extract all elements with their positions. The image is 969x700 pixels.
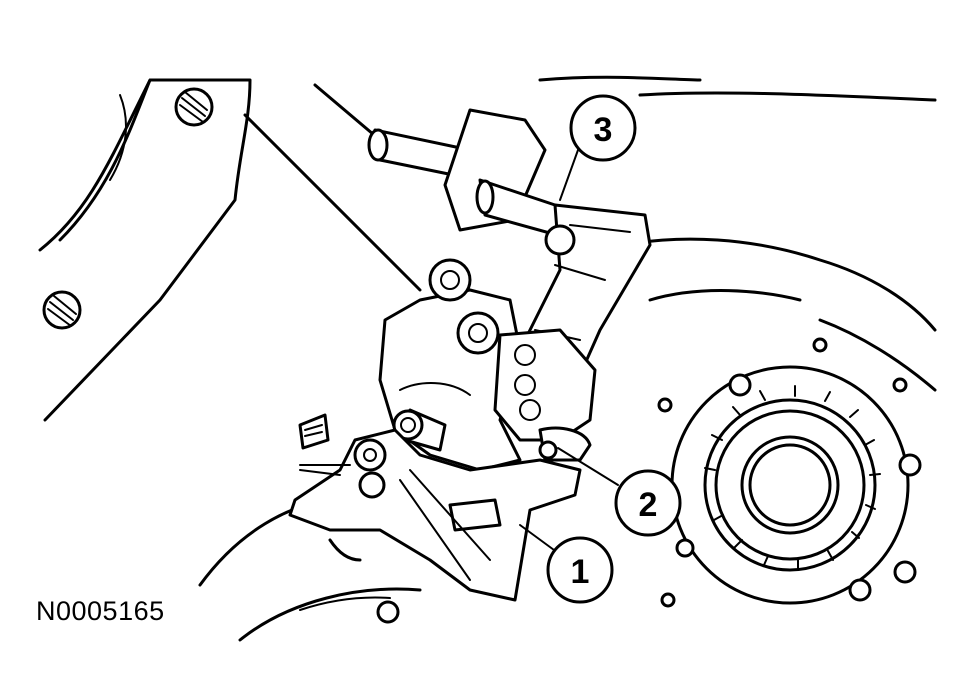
output-shaft-bearing [657, 337, 922, 608]
callout-1-label: 1 [571, 553, 590, 591]
cover-plate [38, 78, 252, 422]
cable-end-link [493, 328, 597, 462]
plug-lower [42, 290, 82, 330]
shift-cable-bracket [288, 428, 582, 602]
callout-2: 2 [614, 469, 682, 537]
callout-3: 3 [569, 94, 637, 162]
locating-tab [298, 413, 330, 450]
callout-2-label: 2 [639, 486, 658, 524]
plug-upper [174, 87, 214, 127]
callout-1: 1 [546, 536, 614, 604]
callout-3-label: 3 [594, 111, 613, 149]
callout-leaders [519, 149, 619, 551]
selector-shaft [367, 108, 577, 242]
pivot-bolt [392, 408, 447, 452]
figure-code: N0005165 [36, 596, 165, 626]
